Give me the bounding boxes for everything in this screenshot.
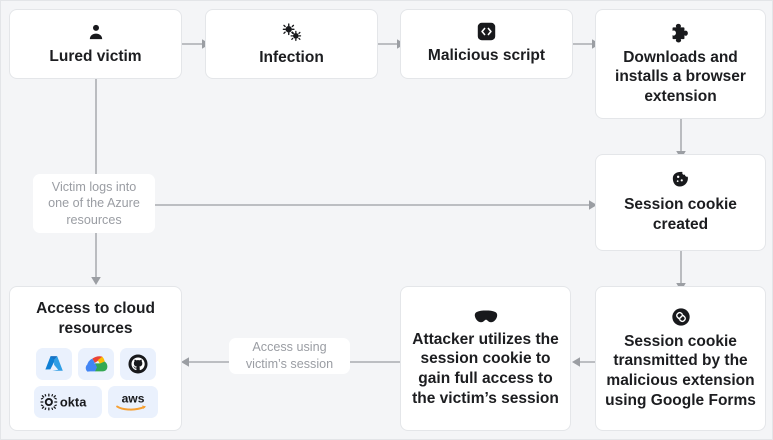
node-lured-victim[interactable]: Lured victim [9,9,182,79]
link-transfer-icon [671,307,691,327]
edge-label-text: Access using victim’s session [245,340,334,371]
node-cloud-access[interactable]: Access to cloud resources [9,286,182,431]
node-session-cookie-created[interactable]: Session cookie created [595,154,766,251]
code-icon [477,22,496,41]
cookie-icon [671,170,691,190]
node-label: Lured victim [49,47,142,65]
cloud-logo-grid: okta aws [18,347,173,418]
github-icon [127,353,148,374]
aws-logo-tile: aws [107,385,158,418]
node-infection[interactable]: Infection [205,9,378,79]
edge-azure-label-to-cloud-access [87,233,105,287]
node-label: Access to cloud resources [36,300,155,337]
mask-icon [474,309,498,325]
google-cloud-icon [85,355,107,372]
node-label: Session cookie transmitted by the malici… [605,332,756,409]
node-browser-extension[interactable]: Downloads and installs a browser extensi… [595,9,766,119]
node-attacker-utilizes[interactable]: Attacker utilizes the session cookie to … [400,286,571,431]
germ-icon [281,21,303,43]
edge-azure-label-to-cookie-created [155,196,599,214]
azure-icon [44,355,63,371]
okta-logo-tile: okta [33,385,102,418]
okta-icon: okta [39,393,87,410]
node-cookie-transmitted[interactable]: Session cookie transmitted by the malici… [595,286,766,431]
svg-text:okta: okta [59,394,86,409]
edge-label-access-using-session: Access using victim’s session [229,338,350,374]
node-label: Session cookie created [624,196,737,233]
edge-lured-victim-down-to-azure-label [87,78,105,178]
puzzle-piece-icon [670,22,691,43]
azure-logo-tile [35,347,72,380]
person-icon [86,22,106,42]
edge-label-text: Victim logs into one of the Azure resour… [48,179,140,227]
node-label: Infection [259,48,324,66]
edge-label-victim-logs-in: Victim logs into one of the Azure resour… [33,174,155,233]
svg-text:aws: aws [121,391,144,405]
aws-icon: aws [115,391,146,411]
node-label: Attacker utilizes the session cookie to … [412,330,559,407]
google-cloud-logo-tile [77,347,114,380]
github-logo-tile [119,347,156,380]
node-label: Malicious script [427,47,546,65]
node-label: Downloads and installs a browser extensi… [615,48,746,105]
node-malicious-script[interactable]: Malicious script [400,9,573,79]
